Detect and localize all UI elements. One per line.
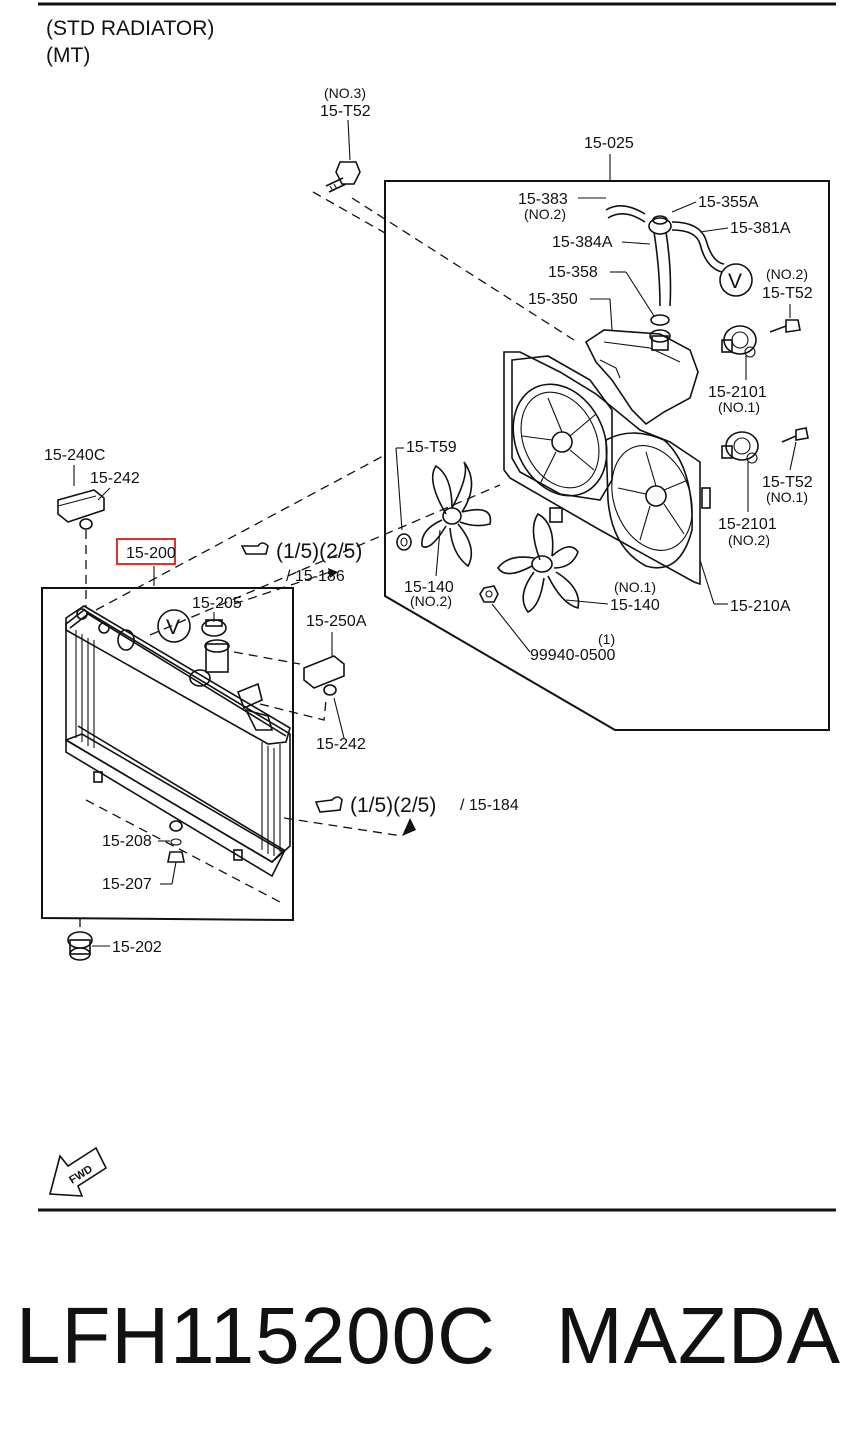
part-number: LFH115200C [16, 1291, 496, 1380]
callout-242-b: 15-242 [316, 736, 366, 753]
callout-383: 15-383 [518, 191, 568, 208]
callout-t52-lower: 15-T52 [762, 474, 813, 491]
radiator-frame [41, 587, 294, 922]
callout-140-b-no: (NO.1) [614, 579, 656, 595]
callout-t59: 15-T59 [406, 439, 457, 456]
callout-210a: 15-210A [730, 598, 791, 615]
fan-assembly-frame [384, 180, 830, 731]
radiator [65, 605, 291, 878]
callout-2101-a: 15-2101 [708, 384, 767, 401]
ref2-part: / 15-184 [460, 797, 519, 814]
ref2-arrow-icon [402, 818, 416, 836]
callout-381a: 15-381A [730, 220, 791, 237]
header-line1: (STD RADIATOR) [46, 17, 214, 40]
callout-383-no: (NO.2) [524, 206, 566, 222]
callout-384a: 15-384A [552, 234, 613, 251]
callout-205: 15-205 [192, 595, 242, 612]
callout-250a: 15-250A [306, 613, 367, 630]
callout-t52-top: 15-T52 [320, 103, 371, 120]
fan-motor-no1 [721, 325, 757, 358]
reservoir-cap-icon [648, 217, 672, 235]
fwd-label: FWD [67, 1163, 95, 1186]
callout-nut-qty: (1) [598, 631, 615, 647]
callout-2101-b-no: (NO.2) [728, 532, 770, 548]
callout-140-b: 15-140 [610, 597, 660, 614]
small-bolt-icon [769, 319, 801, 333]
hose-381a [671, 221, 725, 265]
callout-350: 15-350 [528, 291, 578, 308]
v-reference-icon-lower [157, 609, 191, 643]
reference-hand-icon-1 [240, 542, 269, 555]
drain-plug-icon [167, 851, 185, 863]
fan-blade-no1 [497, 512, 580, 614]
fwd-arrow-icon: FWD [48, 1146, 108, 1197]
callout-t52-lower-no: (NO.1) [766, 489, 808, 505]
brand-name: MAZDA [556, 1291, 841, 1380]
fan-blade-no2 [421, 461, 492, 568]
ref2-pages: (1/5)(2/5) [350, 794, 436, 817]
callout-nut: 99940-0500 [530, 647, 616, 664]
bracket-240c [57, 489, 105, 530]
callout-208: 15-208 [102, 833, 152, 850]
callout-240c: 15-240C [44, 447, 105, 464]
hose-384a [653, 231, 661, 307]
callout-2101-a-no: (NO.1) [718, 399, 760, 415]
reference-hand-icon-2 [314, 796, 343, 813]
fan-shroud [503, 351, 711, 586]
o-ring-icon [650, 314, 670, 326]
ref1-part: / 15-186 [286, 568, 345, 585]
bolt-icon [325, 161, 361, 193]
radiator-cap-icon [201, 619, 227, 637]
callout-140-a-no: (NO.2) [410, 593, 452, 609]
ref1-arrow-icon [328, 568, 338, 578]
ref1-pages: (1/5)(2/5) [276, 540, 362, 563]
v-mark-upper: V [728, 270, 742, 293]
footer: LFH115200C MAZDA [0, 1290, 864, 1400]
nut-icon [479, 585, 499, 603]
callout-140-a: 15-140 [404, 579, 454, 596]
callout-2101-b: 15-2101 [718, 516, 777, 533]
callout-025: 15-025 [584, 135, 634, 152]
coolant-reservoir [584, 329, 699, 426]
header-line2: (MT) [46, 44, 90, 67]
callout-242-a: 15-242 [90, 470, 140, 487]
v-mark-lower: V [166, 616, 180, 639]
overflow-hose [605, 205, 646, 215]
bracket-250a [303, 655, 345, 696]
v-reference-icon [719, 263, 753, 297]
clip-icon [396, 533, 412, 551]
callout-207: 15-207 [102, 876, 152, 893]
fan-motor-no2 [721, 431, 759, 464]
callout-200: 15-200 [126, 545, 176, 562]
parts-diagram: (STD RADIATOR) (MT) (NO.3) 15-T52 15-025… [38, 2, 836, 1212]
small-bolt-icon-lower [781, 427, 809, 443]
highlight-box-200 [116, 538, 176, 565]
callout-no3: (NO.3) [324, 85, 366, 101]
callout-355a: 15-355A [698, 194, 759, 211]
grommet-icon [67, 931, 93, 961]
callout-no2-t52: (NO.2) [766, 266, 808, 282]
callout-t52-right: 15-T52 [762, 285, 813, 302]
callout-202: 15-202 [112, 939, 162, 956]
callout-358: 15-358 [548, 264, 598, 281]
